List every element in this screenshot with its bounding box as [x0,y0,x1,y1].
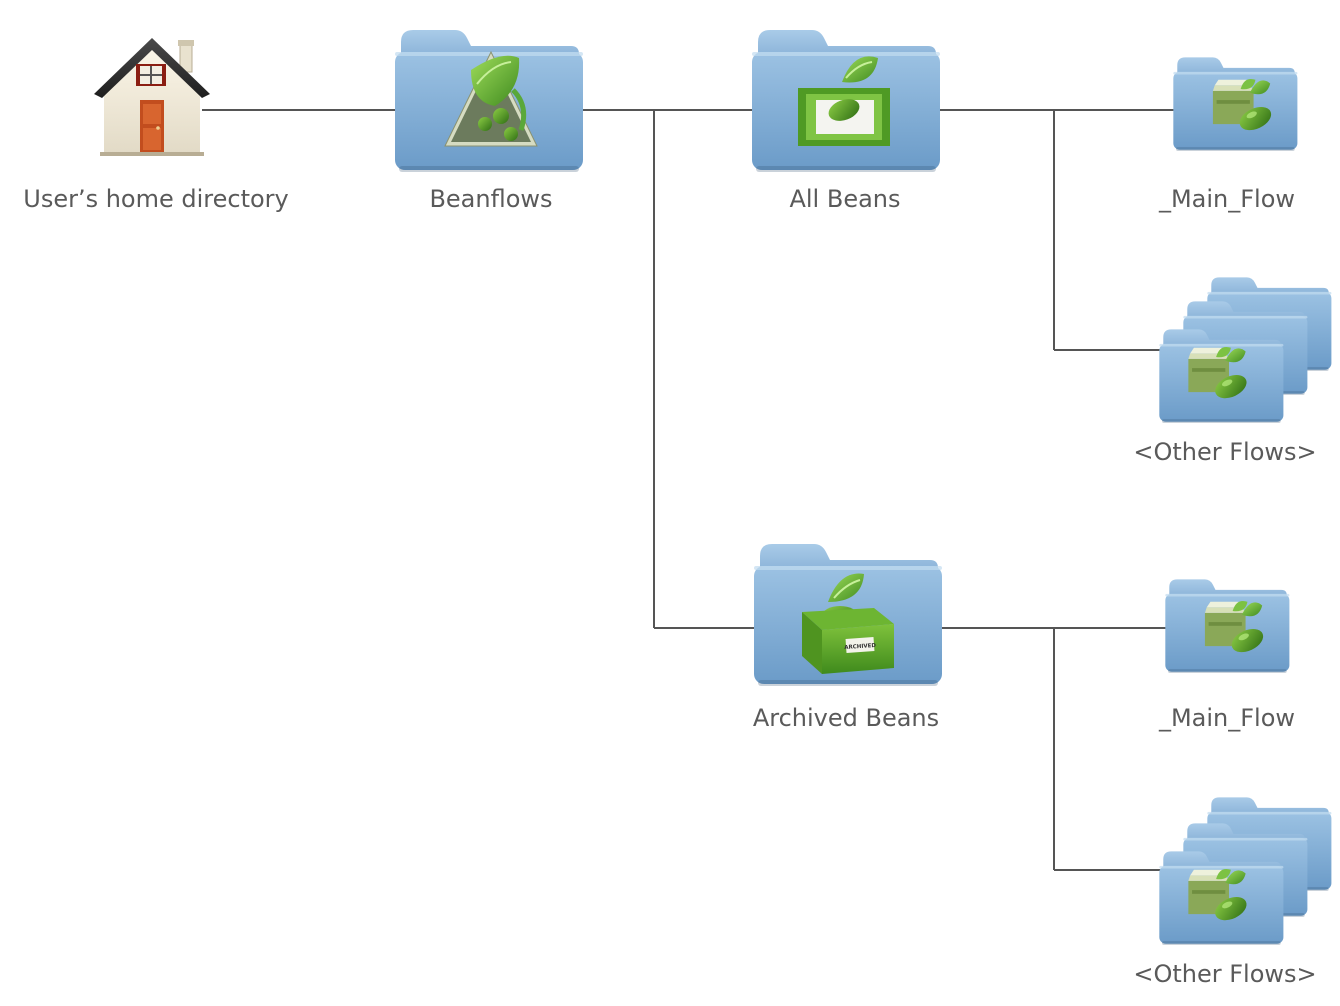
archived-beans-label: Archived Beans [753,704,939,732]
archived-box-label: ARCHIVED [844,643,877,651]
house-icon[interactable] [94,38,210,156]
beanflows-folder-icon[interactable] [395,30,583,172]
archived-box-folder-icon[interactable]: ARCHIVED [754,544,942,686]
bean-tray-folder-icon[interactable] [752,30,940,172]
all-other-flows-label: <Other Flows> [1133,438,1316,466]
connector-lines [202,109,1176,871]
archived-other-flows-label: <Other Flows> [1133,960,1316,988]
all-main-flow-label: _Main_Flow [1158,185,1295,213]
flow-folder-icon[interactable] [1165,579,1290,674]
flow-folder-icon[interactable] [1173,57,1298,152]
home-directory-label: User’s home directory [23,185,289,213]
archived-main-flow-label: _Main_Flow [1158,704,1295,732]
beanflows-label: Beanflows [429,185,552,213]
all-beans-label: All Beans [789,185,900,213]
stacked-flow-folders-icon[interactable] [1159,797,1332,946]
stacked-flow-folders-icon[interactable] [1159,277,1332,424]
